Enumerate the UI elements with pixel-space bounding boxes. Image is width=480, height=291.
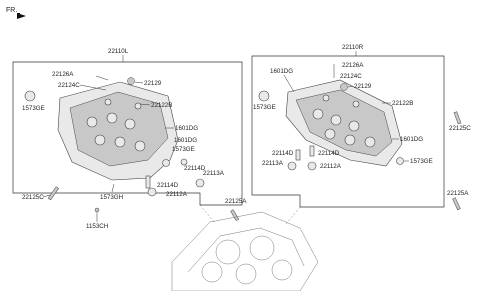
right-label-22126a: 22126A xyxy=(342,62,364,69)
left-leader-22129 xyxy=(134,81,144,84)
left-leader-22124c xyxy=(79,84,107,91)
left-sleeve-22114d xyxy=(145,175,151,189)
left-label-1153ch: 1153CH xyxy=(86,223,108,230)
right-label-22125c: 22125C xyxy=(449,125,471,132)
right-group-title: 22110R xyxy=(342,44,364,51)
right-label-22114d-2: 22114D xyxy=(318,150,340,157)
left-label-1601dg-2: 1601DG xyxy=(174,137,197,144)
left-label-22114d-2: 22114D xyxy=(157,182,179,189)
right-leader-22129 xyxy=(347,85,354,88)
left-label-22124c: 22124C xyxy=(58,82,80,89)
left-leader-22122b xyxy=(139,103,151,106)
right-label-22113a: 22113A xyxy=(262,160,284,167)
left-leader-22125c xyxy=(42,194,51,198)
right-label-1601dg: 1601DG xyxy=(270,68,293,75)
left-ring-22112a xyxy=(147,187,157,197)
left-label-22112a: 22112A xyxy=(166,191,188,198)
left-label-22126a: 22126A xyxy=(52,71,74,78)
engine-block-outline xyxy=(171,204,319,291)
left-label-22125a: 22125A xyxy=(225,198,247,205)
right-ring-22113a xyxy=(287,161,297,171)
left-label-22129: 22129 xyxy=(144,80,162,87)
right-sleeve-22114d xyxy=(309,145,315,157)
right-label-22122b: 22122B xyxy=(392,100,413,107)
front-arrow-icon xyxy=(17,13,26,19)
right-label-22129: 22129 xyxy=(354,83,372,90)
left-label-22114d: 22114D xyxy=(184,165,206,172)
left-bolt-22125c xyxy=(47,186,60,201)
left-cylinder-head xyxy=(57,81,179,181)
right-label-1573ge: 1573GE xyxy=(253,104,276,111)
right-seal-1573ge-2 xyxy=(396,157,404,165)
left-seal-1573ge xyxy=(24,90,36,102)
left-label-1601dg: 1601DG xyxy=(175,125,198,132)
left-bolt-22126a xyxy=(95,75,109,81)
left-washer-22114d xyxy=(180,158,188,166)
left-bolt-22125a xyxy=(230,209,240,222)
right-bolt-22125a xyxy=(452,197,461,211)
left-label-22125c: 22125C xyxy=(22,194,44,201)
left-label-1573gh: 1573GH xyxy=(100,194,123,201)
right-cap-22129 xyxy=(340,83,348,91)
left-group-title: 22110L xyxy=(108,48,129,55)
fr-label: FR. xyxy=(6,7,17,14)
right-label-1573ge-2: 1573GE xyxy=(410,158,433,165)
left-leader-1573gh xyxy=(111,183,115,193)
left-plug-1153ch xyxy=(94,207,100,213)
right-label-1601dg-2: 1601DG xyxy=(400,136,423,143)
right-label-22124c: 22124C xyxy=(340,73,362,80)
right-ring-22112a xyxy=(307,161,317,171)
right-label-22125a: 22125A xyxy=(447,190,469,197)
right-sleeve-22114d-2 xyxy=(295,149,301,161)
right-seal-1573ge xyxy=(258,90,270,102)
left-ring-22113a xyxy=(195,178,205,188)
right-label-22112a: 22112A xyxy=(320,163,342,170)
right-label-22114d: 22114D xyxy=(272,150,294,157)
right-bolt-22125c xyxy=(453,111,462,125)
left-label-22122b: 22122B xyxy=(151,102,172,109)
right-leader-1601dg xyxy=(283,74,295,93)
left-cap-22129 xyxy=(127,77,135,85)
right-cylinder-head xyxy=(285,79,403,167)
left-label-22113a: 22113A xyxy=(203,170,225,177)
left-label-1573ge-2: 1573GE xyxy=(172,146,195,153)
left-label-1573ge: 1573GE xyxy=(22,105,45,112)
left-seal-1573ge-2 xyxy=(162,159,170,167)
